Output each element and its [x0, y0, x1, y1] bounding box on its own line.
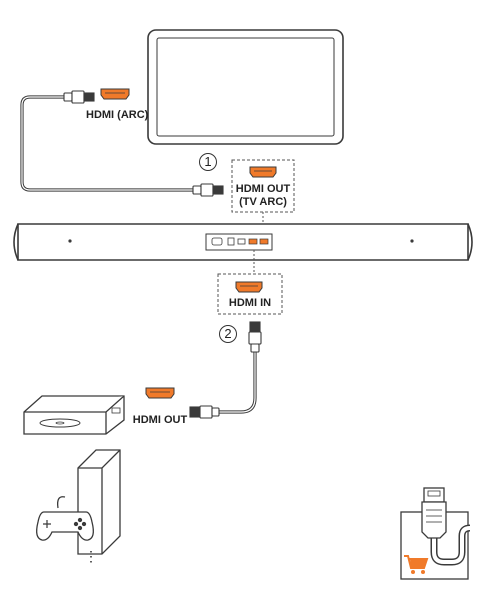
tv-icon: [147, 29, 344, 145]
hdmi-out-port-icon: [249, 166, 277, 178]
player-hdmi-out-label: HDMI OUT: [132, 414, 188, 426]
hdmi-plug-icon: [248, 321, 262, 353]
shopping-cart-icon: [404, 555, 429, 574]
step-2-marker: 2: [219, 325, 237, 343]
hdmi-in-port-icon: [235, 281, 263, 293]
disc-player-icon: [23, 395, 125, 435]
hdmi-cable-player: [210, 344, 257, 414]
hdmi-plug-icon: [189, 405, 220, 419]
hdmi-out-tv-arc-label-line1: HDMI OUT: [235, 183, 291, 195]
hdmi-in-label: HDMI IN: [228, 297, 272, 309]
tv-hdmi-port-icon: [100, 88, 130, 100]
gamepad-icon: [36, 496, 94, 541]
hdmi-plug-icon: [192, 183, 224, 197]
hdmi-in-callout-box: [217, 273, 283, 315]
hdmi-plug-icon: [63, 90, 95, 104]
tv-hdmi-arc-label: HDMI (ARC): [86, 109, 149, 121]
player-hdmi-port-icon: [145, 387, 175, 399]
soundbar-icon: [13, 223, 473, 261]
more-devices-ellipsis: ⋮: [84, 548, 98, 564]
step-1-marker: 1: [199, 153, 217, 171]
hdmi-out-tv-arc-label-line2: (TV ARC): [239, 196, 287, 208]
